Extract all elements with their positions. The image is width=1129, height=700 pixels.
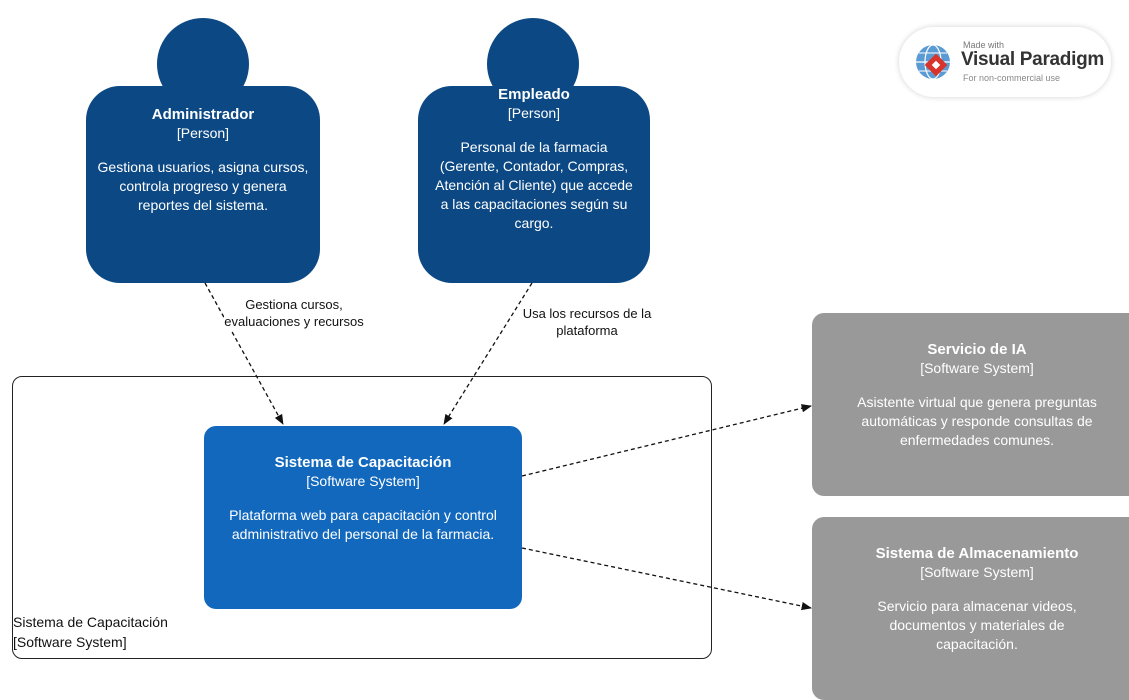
employee-description: Personal de la farmacia (Gerente, Contad…	[435, 139, 633, 231]
visual-paradigm-badge: Made with Visual Paradigm For non-commer…	[899, 27, 1111, 97]
system-boundary	[12, 376, 712, 659]
edge-label-admin: Gestiona cursos, evaluaciones y recursos	[224, 296, 364, 330]
ai-service-system[interactable]: Servicio de IA [Software System] Asisten…	[812, 313, 1129, 496]
edge-label-employee: Usa los recursos de la plataforma	[521, 305, 653, 339]
edge-system-to-ai	[521, 404, 813, 477]
storage-system[interactable]: Sistema de Almacenamiento [Software Syst…	[812, 517, 1129, 700]
boundary-label: Sistema de Capacitación [Software System…	[13, 612, 168, 652]
ai-system-name: Servicio de IA	[927, 341, 1027, 358]
edge-employee-to-system	[443, 282, 533, 425]
admin-type: [Person]	[176, 125, 230, 141]
badge-made-with: Made with	[963, 40, 1005, 50]
edge-system-to-storage	[521, 547, 813, 611]
visual-paradigm-logo-icon	[916, 44, 950, 80]
badge-product-name: Visual Paradigm	[961, 49, 1104, 70]
employee-person[interactable]: Empleado [Person] Personal de la farmaci…	[418, 86, 650, 283]
admin-person[interactable]: Administrador [Person] Gestiona usuarios…	[86, 86, 320, 283]
boundary-name: Sistema de Capacitación	[13, 614, 168, 630]
storage-system-name: Sistema de Almacenamiento	[875, 545, 1079, 562]
main-system-type: [Software System]	[306, 473, 420, 489]
edge-admin-to-system	[204, 282, 284, 425]
ai-system-description: Asistente virtual que genera preguntas a…	[857, 394, 1097, 448]
employee-name: Empleado	[498, 86, 570, 103]
storage-system-description: Servicio para almacenar videos, document…	[877, 598, 1077, 652]
ai-system-type: [Software System]	[920, 360, 1034, 376]
boundary-type: [Software System]	[13, 634, 127, 650]
admin-name: Administrador	[151, 106, 255, 123]
main-system[interactable]: Sistema de Capacitación [Software System…	[204, 426, 522, 609]
badge-license-note: For non-commercial use	[963, 73, 1061, 83]
employee-type: [Person]	[507, 105, 561, 121]
admin-description: Gestiona usuarios, asigna cursos, contro…	[97, 159, 309, 213]
storage-system-type: [Software System]	[920, 564, 1034, 580]
main-system-name: Sistema de Capacitación	[274, 454, 452, 471]
main-system-description: Plataforma web para capacitación y contr…	[229, 507, 497, 542]
